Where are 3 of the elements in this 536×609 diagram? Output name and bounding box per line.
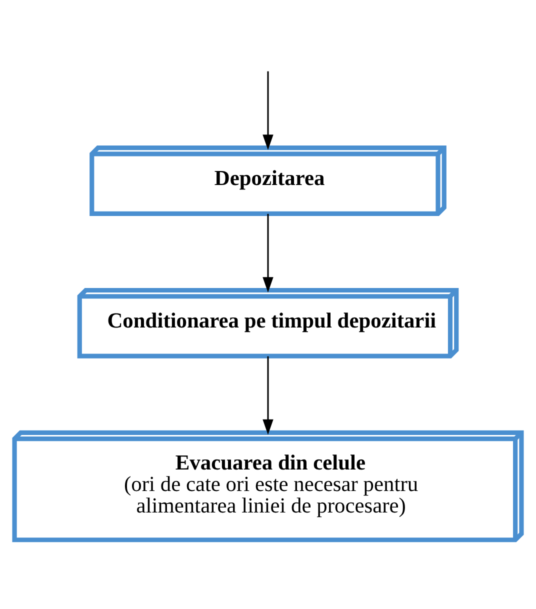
- arrow: [262, 213, 274, 292]
- arrow: [262, 70, 274, 150]
- arrow: [262, 356, 274, 434]
